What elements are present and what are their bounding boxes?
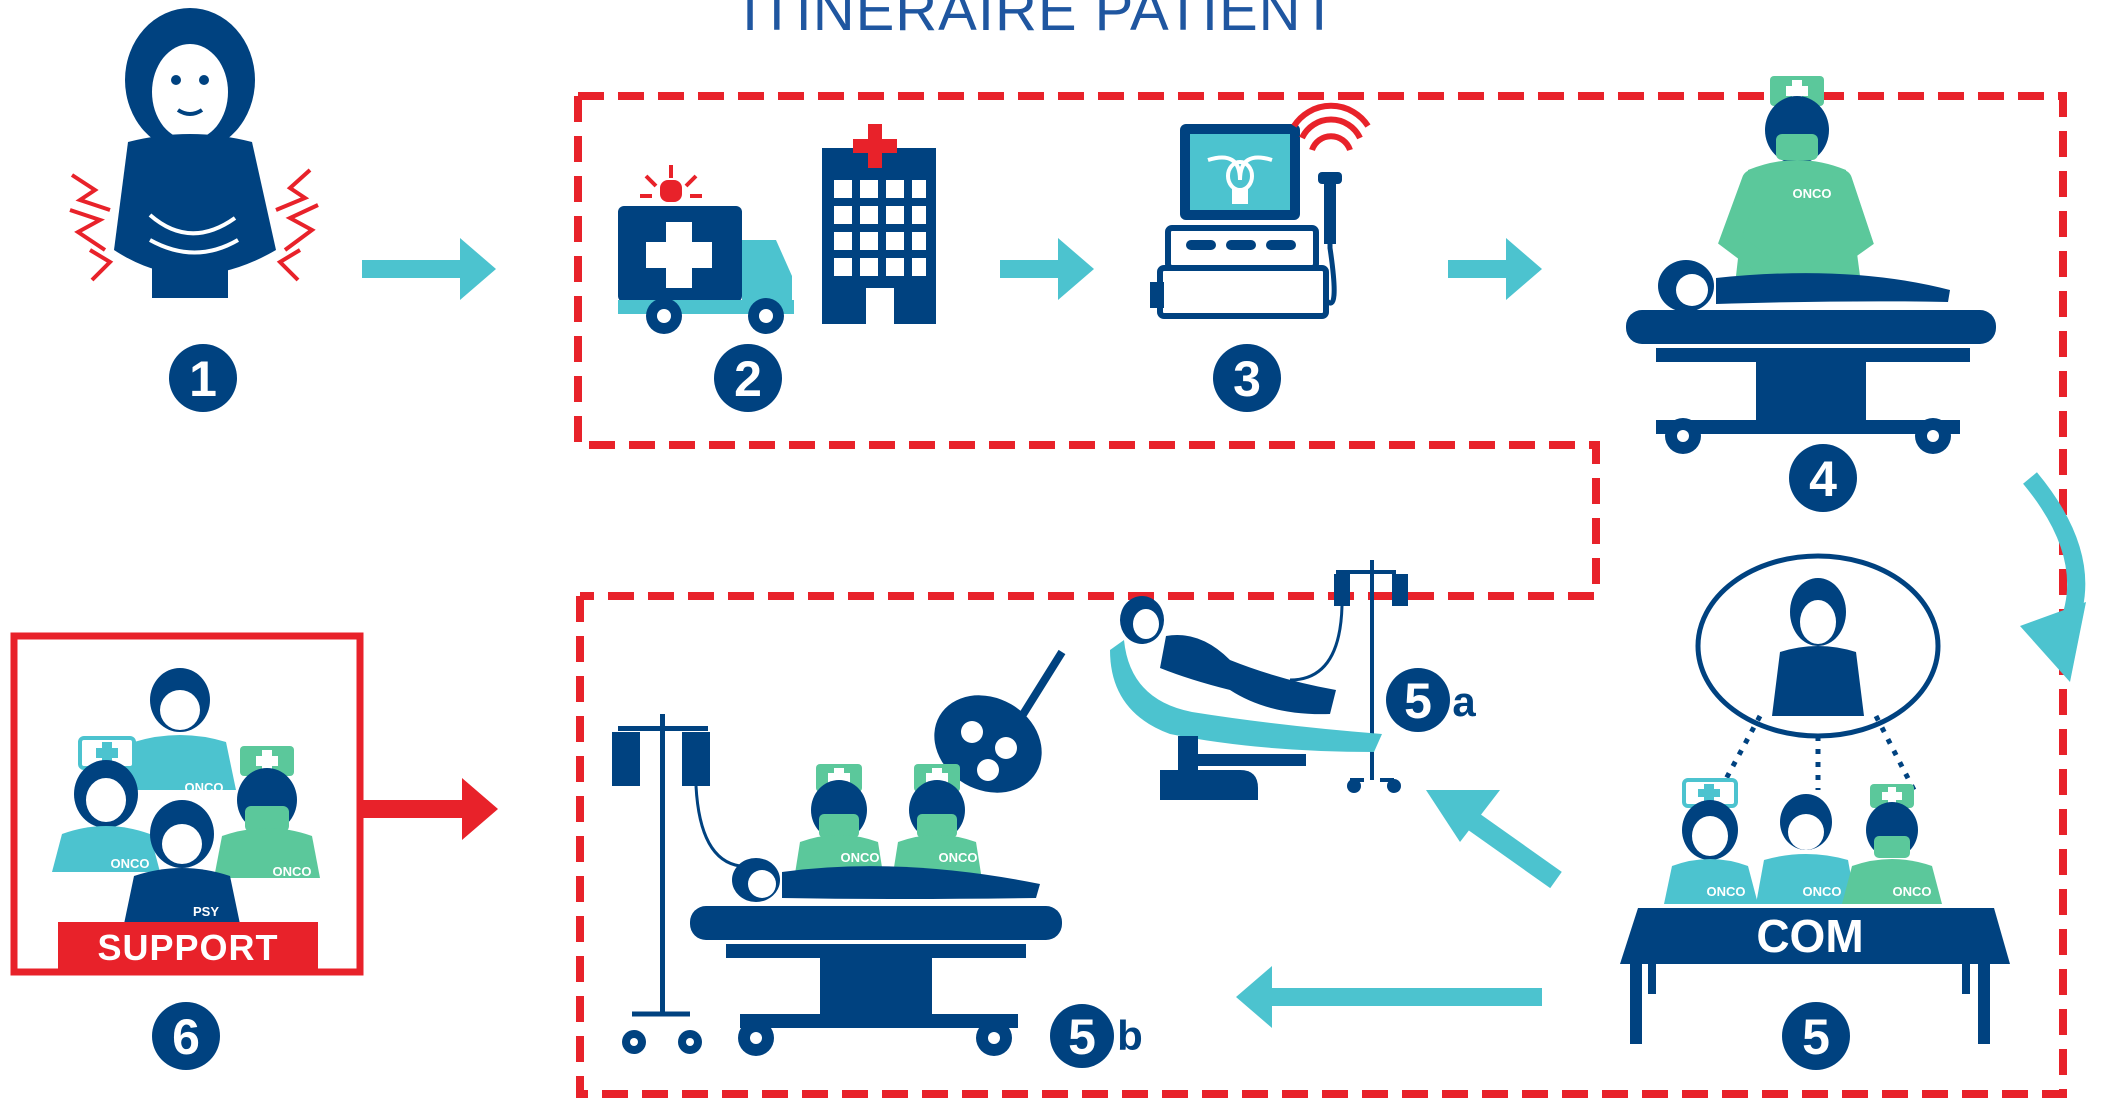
com-label: COM [1756,910,1863,962]
onco-label: ONCO [1803,884,1842,899]
step-badge-5b: 5 b [1050,1004,1143,1068]
psy-label: PSY [193,904,219,919]
onco-label: ONCO [111,856,150,871]
arrow-right-icon [1448,238,1542,300]
arrow-right-icon [1000,238,1094,300]
dashed-box-top-left [574,96,1600,600]
onco-label: ONCO [841,850,880,865]
step-letter: a [1452,678,1476,725]
arrow-left-icon [1236,966,1542,1028]
page-title: ITINÉRAIRE PATIENT [742,0,1338,43]
step-number: 3 [1233,351,1261,407]
surgeon-operating-icon: ONCO [1626,76,1996,454]
step-number: 1 [189,351,217,407]
patient-in-pain-icon [69,8,319,298]
dashed-boxes [574,92,2067,1098]
surgery-table-icon: ONCO ONCO [612,649,1066,1056]
ultrasound-machine-icon [1150,102,1371,319]
step-letter: b [1117,1012,1143,1059]
step-number: 5 [1068,1009,1096,1065]
step-number: 5 [1802,1009,1830,1065]
dashed-box-bottom [576,438,2067,1098]
arrow-right-icon [362,238,496,300]
onco-label: ONCO [273,864,312,879]
arrow-diagonal-icon [1426,790,1562,889]
step-badge-5: 5 [1782,1002,1850,1070]
consultation-meeting-icon: ONCO ONCO ONCO COM [1620,553,2010,1044]
step-badge-3: 3 [1213,344,1281,412]
arrow-right-red-icon [360,778,498,840]
step-badge-5a: 5 a [1386,668,1476,732]
step-number: 4 [1809,451,1837,507]
ambulance-icon [618,165,794,334]
step-number: 5 [1404,673,1432,729]
onco-label: ONCO [185,780,224,795]
step-badge-4: 4 [1789,444,1857,512]
curved-arrow-icon [2020,472,2086,682]
support-team-icon: ONCO ONCO ONCO PSY SUPPORT [10,632,364,976]
step-number: 6 [172,1009,200,1065]
onco-label: ONCO [1893,884,1932,899]
hospital-icon [822,124,936,324]
step-badge-6: 6 [152,1002,220,1070]
chemotherapy-chair-icon [1110,560,1408,800]
support-label: SUPPORT [97,927,278,968]
step-badge-2: 2 [714,344,782,412]
step-number: 2 [734,351,762,407]
onco-label: ONCO [1707,884,1746,899]
dashed-box-top [578,92,2067,438]
pain-spark-icon [69,168,319,282]
step-badge-1: 1 [169,344,237,412]
onco-label: ONCO [1793,186,1832,201]
onco-label: ONCO [939,850,978,865]
